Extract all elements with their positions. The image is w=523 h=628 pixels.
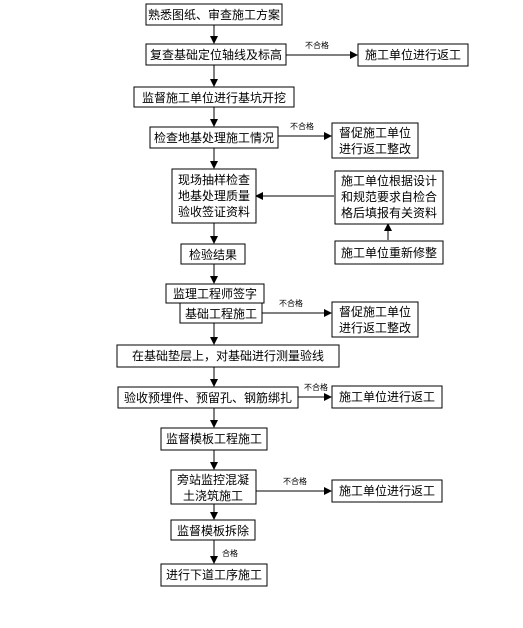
label-fail-n2: 不合格 [305, 40, 329, 50]
node-n7-line-1: 监理工程师签字 [173, 286, 257, 301]
label-fail-n10: 不合格 [304, 382, 328, 392]
node-n2: 复查基础定位轴线及标高 [145, 43, 287, 66]
node-n12r-line-1: 施工单位进行返工 [339, 483, 435, 498]
node-n13-line-1: 监督模板拆除 [177, 523, 249, 538]
node-n8r: 督促施工单位 进行返工整改 [331, 301, 419, 338]
label-fail-n4: 不合格 [290, 121, 314, 131]
node-n4r-line-1: 督促施工单位 [339, 125, 411, 140]
node-n12-line-1: 旁站监控混凝 [177, 472, 249, 487]
node-n4: 检查地基处理施工情况 [149, 126, 279, 149]
node-n3: 监督施工单位进行基坑开挖 [133, 86, 295, 108]
node-n8-line-1: 基础工程施工 [185, 306, 257, 321]
node-n8r-line-2: 进行返工整改 [339, 320, 411, 335]
edges [210, 25, 392, 564]
node-n5rb: 施工单位重新修整 [334, 240, 444, 265]
node-n9-line-1: 在基础垫层上，对基础进行测量验线 [132, 348, 324, 363]
node-n14-line-1: 进行下道工序施工 [166, 567, 262, 582]
edge-labels: 不合格 不合格 不合格 不合格 不合格 合格 [222, 40, 329, 558]
node-n4-line-1: 检查地基处理施工情况 [154, 130, 274, 145]
node-n9: 在基础垫层上，对基础进行测量验线 [116, 344, 340, 368]
node-n2r: 施工单位进行返工 [357, 43, 469, 67]
node-n7: 监理工程师签字 [165, 283, 265, 304]
label-pass-n13: 合格 [222, 548, 238, 558]
node-n10: 验收预埋件、预留孔、钢筋绑扎 [117, 386, 299, 409]
node-n5r: 施工单位根据设计 和规范要求自检合 格后填报有关资料 [334, 170, 444, 225]
node-n10-line-1: 验收预埋件、预留孔、钢筋绑扎 [124, 390, 292, 405]
node-n8r-line-1: 督促施工单位 [339, 304, 411, 319]
node-n6-line-1: 检验结果 [189, 247, 237, 262]
node-n12: 旁站监控混凝 土浇筑施工 [170, 469, 257, 505]
node-n5-line-3: 验收签证资料 [178, 204, 250, 219]
node-n12r: 施工单位进行返工 [331, 479, 443, 503]
label-fail-n8: 不合格 [279, 298, 303, 308]
node-n13: 监督模板拆除 [170, 519, 256, 541]
node-n4r: 督促施工单位 进行返工整改 [331, 122, 419, 159]
node-n5rb-line-1: 施工单位重新修整 [341, 245, 437, 260]
node-n5-line-1: 现场抽样检查 [178, 172, 250, 187]
node-n4r-line-2: 进行返工整改 [339, 141, 411, 156]
label-fail-n12: 不合格 [283, 476, 307, 486]
node-n3-line-1: 监督施工单位进行基坑开挖 [142, 90, 286, 105]
node-n2r-line-1: 施工单位进行返工 [365, 47, 461, 62]
node-n8: 基础工程施工 [179, 302, 263, 324]
node-n5-line-2: 地基处理质量 [178, 189, 250, 203]
node-n5: 现场抽样检查 地基处理质量 验收签证资料 [171, 168, 257, 224]
node-n12-line-2: 土浇筑施工 [183, 488, 243, 503]
node-n14: 进行下道工序施工 [160, 563, 268, 587]
node-n11-line-1: 监督模板工程施工 [166, 431, 262, 446]
node-n11: 监督模板工程施工 [160, 427, 268, 451]
node-n1-line-1: 熟悉图纸、审查施工方案 [148, 7, 280, 22]
node-n5r-line-1: 施工单位根据设计 [341, 173, 437, 188]
node-n1: 熟悉图纸、审查施工方案 [145, 3, 283, 26]
node-n2-line-1: 复查基础定位轴线及标高 [150, 47, 282, 62]
node-n5r-line-3: 格后填报有关资料 [341, 205, 437, 220]
node-n10r: 施工单位进行返工 [331, 385, 443, 409]
node-n6: 检验结果 [180, 243, 246, 265]
node-n5r-line-2: 和规范要求自检合 [341, 189, 437, 204]
node-n10r-line-1: 施工单位进行返工 [339, 389, 435, 404]
